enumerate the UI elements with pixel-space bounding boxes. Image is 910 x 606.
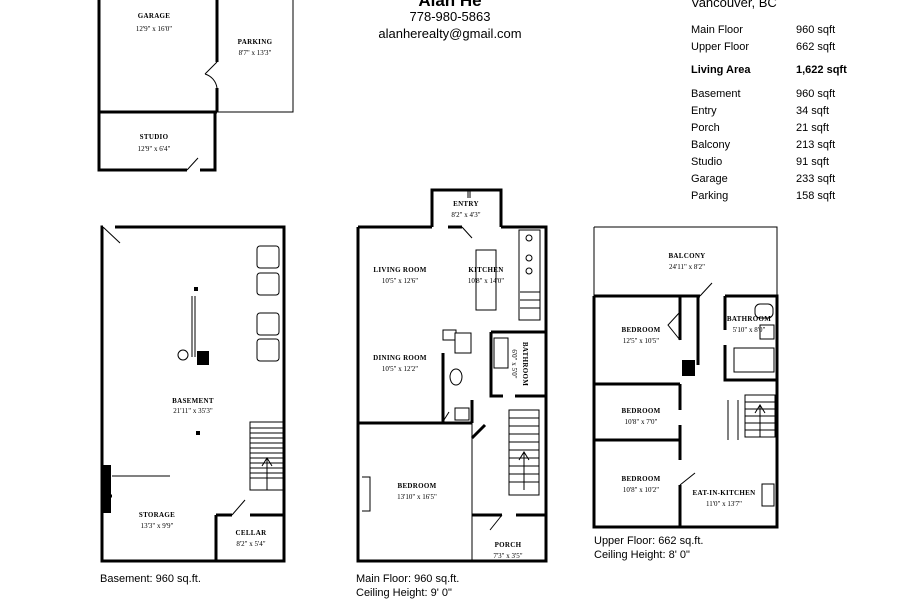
area-row-entry: Entry 34 sqft	[691, 105, 881, 119]
area-label: Garage	[691, 173, 728, 185]
studio-dim: 12'9" x 6'4"	[138, 145, 171, 153]
agent-contact: Alan He 778-980-5863 alanherealty@gmail.…	[352, 0, 548, 42]
upper-bedroom-3-dim: 10'8" x 10'2"	[623, 486, 659, 494]
main-bedroom-label: BEDROOM	[397, 482, 436, 490]
area-row-porch: Porch 21 sqft	[691, 122, 881, 136]
area-value: 662 sqft	[796, 41, 836, 53]
kitchen-label: KITCHEN	[468, 266, 503, 274]
kitchen-dim: 10'8" x 14'0"	[468, 277, 504, 285]
area-label: Basement	[691, 88, 741, 100]
area-label: Entry	[691, 105, 717, 117]
garage-label: GARAGE	[138, 12, 171, 20]
upper-ceiling-caption: Ceiling Height: 8' 0"	[594, 549, 690, 561]
entry-label: ENTRY	[453, 200, 479, 208]
upper-bedroom-2-dim: 10'8" x 7'0"	[625, 418, 658, 426]
parking-label: PARKING	[238, 38, 273, 46]
area-value: 158 sqft	[796, 190, 836, 202]
area-row-balcony: Balcony 213 sqft	[691, 139, 881, 153]
agent-email[interactable]: alanherealty@gmail.com	[378, 26, 522, 41]
porch-label: PORCH	[495, 541, 522, 549]
balcony-dim: 24'11" x 8'2"	[669, 263, 705, 271]
area-value: 1,622 sqft	[796, 64, 847, 76]
area-value: 213 sqft	[796, 139, 836, 151]
main-ceiling-caption: Ceiling Height: 9' 0"	[356, 587, 452, 599]
basement-plan	[100, 225, 286, 563]
balcony-label: BALCONY	[668, 252, 705, 260]
area-row-upper-floor: Upper Floor 662 sqft	[691, 41, 881, 55]
living-room-dim: 10'5" x 12'6"	[382, 277, 418, 285]
basement-chimney	[103, 465, 111, 513]
storage-label: STORAGE	[139, 511, 175, 519]
main-floor-caption: Main Floor: 960 sq.ft.	[356, 573, 460, 585]
parking-dim: 8'7" x 13'3"	[239, 49, 272, 57]
upper-bedroom-3-label: BEDROOM	[621, 475, 660, 483]
dining-room-label: DINING ROOM	[373, 354, 427, 362]
living-room-label: LIVING ROOM	[373, 266, 426, 274]
entry-dim: 8'2" x 4'3"	[451, 211, 480, 219]
eat-in-kitchen-label: EAT-IN-KITCHEN	[693, 489, 756, 497]
cellar-dim: 8'2" x 5'4"	[236, 540, 265, 548]
main-bedroom-dim: 13'10" x 16'5"	[397, 493, 437, 501]
area-value: 233 sqft	[796, 173, 836, 185]
area-row-living-area: Living Area 1,622 sqft	[691, 64, 881, 78]
upper-bedroom-1-label: BEDROOM	[621, 326, 660, 334]
main-floor-plan	[356, 188, 548, 563]
upper-bathroom-dim: 5'10" x 8'0"	[733, 326, 766, 334]
basement-dim: 21'11" x 35'3"	[173, 407, 213, 415]
agent-name: Alan He	[418, 0, 482, 10]
dining-room-dim: 10'5" x 12'2"	[382, 365, 418, 373]
studio-label: STUDIO	[140, 133, 169, 141]
basement-label: BASEMENT	[172, 397, 214, 405]
location-text: Vancouver, BC	[691, 0, 777, 10]
area-row-basement: Basement 960 sqft	[691, 88, 881, 102]
area-label: Parking	[691, 190, 729, 202]
upper-bedroom-2-label: BEDROOM	[621, 407, 660, 415]
upper-bathroom-label: BATHROOM	[727, 315, 771, 323]
main-bathroom-label: BATHROOM	[521, 342, 529, 386]
porch-dim: 7'3" x 3'5"	[493, 552, 522, 560]
upper-floor-plan	[592, 226, 779, 529]
agent-phone[interactable]: 778-980-5863	[409, 9, 491, 24]
area-row-garage: Garage 233 sqft	[691, 173, 881, 187]
garage-dim: 12'9" x 16'0"	[136, 25, 172, 33]
area-label: Studio	[691, 156, 723, 168]
eat-in-kitchen-dim: 11'0" x 13'7"	[706, 500, 742, 508]
area-value: 960 sqft	[796, 24, 836, 36]
area-value: 91 sqft	[796, 156, 830, 168]
area-label: Living Area	[691, 64, 751, 76]
storage-dim: 13'3" x 9'9"	[141, 522, 174, 530]
area-value: 21 sqft	[796, 122, 830, 134]
area-label: Porch	[691, 122, 720, 134]
area-row-main-floor: Main Floor 960 sqft	[691, 24, 881, 38]
area-label: Upper Floor	[691, 41, 750, 53]
cellar-label: CELLAR	[236, 529, 268, 537]
area-label: Main Floor	[691, 24, 743, 36]
area-value: 34 sqft	[796, 105, 830, 117]
main-bathroom-dim: 6'0" x 5'0"	[510, 349, 518, 378]
basement-caption: Basement: 960 sq.ft.	[100, 573, 201, 585]
upper-bedroom-1-dim: 12'5" x 10'5"	[623, 337, 659, 345]
area-label: Balcony	[691, 139, 731, 151]
area-row-studio: Studio 91 sqft	[691, 156, 881, 170]
area-value: 960 sqft	[796, 88, 836, 100]
area-row-parking: Parking 158 sqft	[691, 190, 881, 204]
upper-floor-caption: Upper Floor: 662 sq.ft.	[594, 535, 704, 547]
garage-building	[97, 0, 294, 172]
